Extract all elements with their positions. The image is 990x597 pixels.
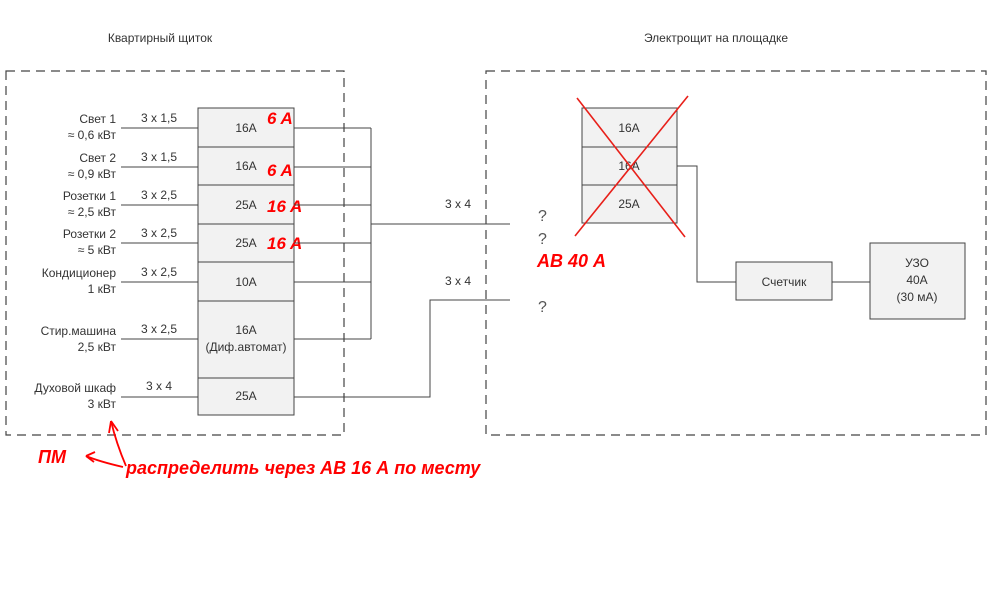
consumer-power: ≈ 0,6 кВт: [68, 128, 117, 142]
arrowhead: [85, 451, 96, 463]
cable-label: 3 x 2,5: [141, 226, 177, 240]
breaker-box: [197, 146, 295, 186]
cable-label: 3 x 1,5: [141, 150, 177, 164]
question-mark: ?: [538, 231, 547, 248]
feed-cable-label: 3 x 4: [445, 197, 471, 211]
apartment-panel-title: Квартирный щиток: [108, 31, 213, 45]
consumer-power: 2,5 кВт: [78, 340, 117, 354]
consumer-wires: [121, 127, 198, 398]
floor-panel-title: Электрощит на площадке: [644, 31, 788, 45]
wire-to-meter: [677, 165, 736, 283]
consumer-power: ≈ 5 кВт: [78, 243, 117, 257]
apartment-breakers: [197, 107, 295, 416]
cable-label: 3 x 2,5: [141, 188, 177, 202]
consumer-name: Свет 1: [79, 112, 116, 126]
breaker-label: 16A: [235, 323, 256, 337]
floor-breaker-label: 25A: [618, 197, 639, 211]
consumer-power: 1 кВт: [88, 282, 117, 296]
consumer-name: Кондиционер: [42, 266, 117, 280]
arrowhead: [108, 420, 119, 434]
consumer-name: Розетки 1: [63, 189, 116, 203]
arrow-to-oven: [110, 420, 127, 467]
breaker-label: 10A: [235, 275, 256, 289]
consumer-power: 3 кВт: [88, 397, 117, 411]
corrected-rating: 6 A: [267, 161, 293, 180]
rcd-rating: 40A: [906, 273, 927, 287]
consumer-name: Розетки 2: [63, 227, 116, 241]
corrected-rating: 6 A: [267, 109, 293, 128]
consumer-power: ≈ 0,9 кВт: [68, 167, 117, 181]
pm-annotation: ПМ: [38, 447, 67, 467]
breaker-label: 16A: [235, 121, 256, 135]
floor-breaker-label: 16A: [618, 121, 639, 135]
breaker-label: 16A: [235, 159, 256, 173]
breaker-label: 25A: [235, 198, 256, 212]
breaker-box: [197, 377, 295, 416]
meter-label: Счетчик: [762, 275, 808, 289]
breaker-label: 25A: [235, 236, 256, 250]
floor-panel-breakers: [581, 107, 678, 224]
meter-box: [735, 261, 833, 301]
feed-cable-label: 3 x 4: [445, 274, 471, 288]
cable-label: 3 x 2,5: [141, 322, 177, 336]
breaker-box: [197, 300, 295, 379]
floor-breaker-box: [581, 107, 678, 148]
ab40-annotation: АВ 40 А: [536, 251, 606, 271]
consumer-name: Стир.машина: [41, 324, 117, 338]
floor-breaker-box: [581, 184, 678, 224]
breaker-label: 25A: [235, 389, 256, 403]
consumer-name: Духовой шкаф: [34, 381, 116, 395]
cable-label: 3 x 1,5: [141, 111, 177, 125]
consumer-power: ≈ 2,5 кВт: [68, 205, 117, 219]
corrected-rating: 16 A: [267, 234, 302, 253]
busbar-wires: [294, 127, 510, 398]
apartment-panel-enclosure: [5, 70, 345, 436]
question-mark: ?: [538, 299, 547, 316]
floor-panel-enclosure: [485, 70, 987, 436]
corrected-rating: 16 A: [267, 197, 302, 216]
rcd-sensitivity: (30 мА): [897, 290, 938, 304]
cable-label: 3 x 4: [146, 379, 172, 393]
distribute-note: распределить через АВ 16 А по месту: [125, 458, 481, 478]
cable-label: 3 x 2,5: [141, 265, 177, 279]
rcd-label: УЗО: [905, 256, 929, 270]
arrow-to-pm: [85, 455, 124, 468]
red-arrows: [85, 420, 127, 468]
breaker-sublabel: (Диф.автомат): [205, 340, 286, 354]
rcd-box: [869, 242, 966, 320]
consumer-name: Свет 2: [79, 151, 116, 165]
crossed-out-mark: [574, 95, 689, 238]
question-mark: ?: [538, 208, 547, 225]
